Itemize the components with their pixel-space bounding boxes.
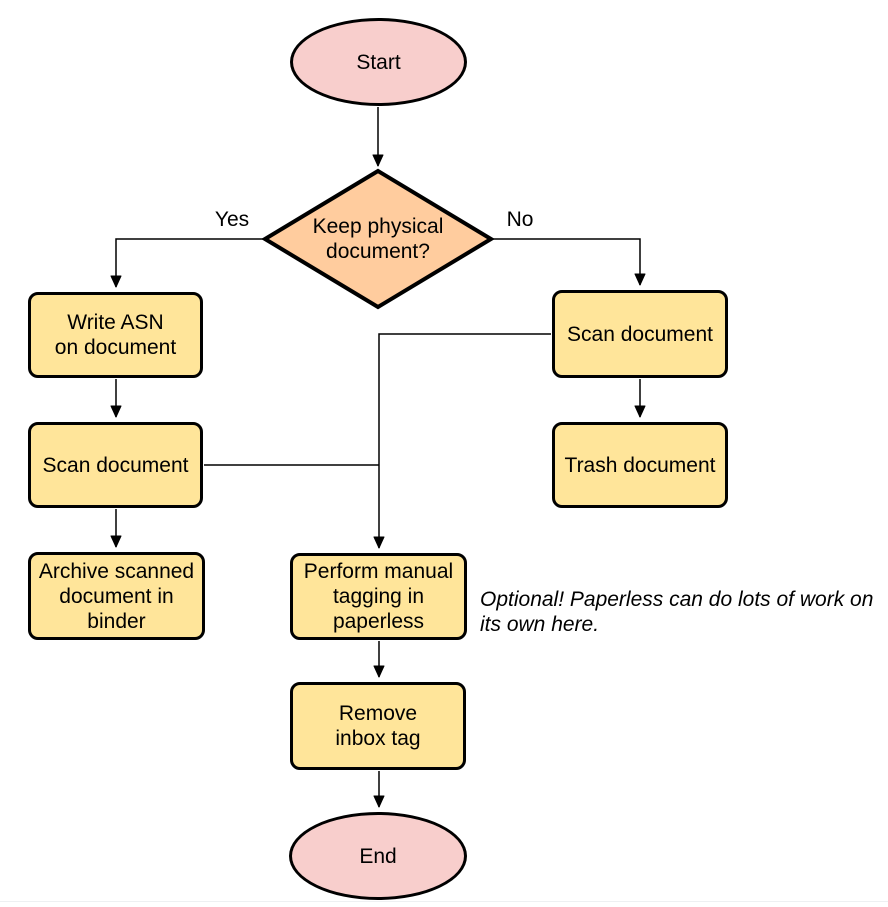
edge-decision-yes-to-write-asn xyxy=(110,238,264,288)
node-decision-label: Keep physical document? xyxy=(312,215,444,263)
node-start: Start xyxy=(290,18,467,106)
node-trash-document: Trash document xyxy=(552,422,728,508)
edge-label-no: No xyxy=(506,208,534,231)
decision-diamond-shape xyxy=(261,168,495,310)
node-perform-tagging: Perform manual tagging in paperless xyxy=(290,553,467,640)
edge-decision-no-to-scan-right xyxy=(492,238,646,286)
node-remove-inbox-tag: Remove inbox tag xyxy=(290,682,466,770)
node-scan-document-right: Scan document xyxy=(552,290,728,378)
node-write-asn: Write ASN on document xyxy=(28,292,203,378)
node-archive-scanned: Archive scanned document in binder xyxy=(28,552,205,640)
node-scan-document-left: Scan document xyxy=(28,422,203,508)
page-bottom-divider xyxy=(0,901,888,902)
edge-scan-right-to-perform-tagging xyxy=(373,333,551,549)
edge-label-yes: Yes xyxy=(214,208,250,231)
node-end: End xyxy=(289,812,467,900)
annotation-note: Optional! Paperless can do lots of work … xyxy=(480,588,874,636)
